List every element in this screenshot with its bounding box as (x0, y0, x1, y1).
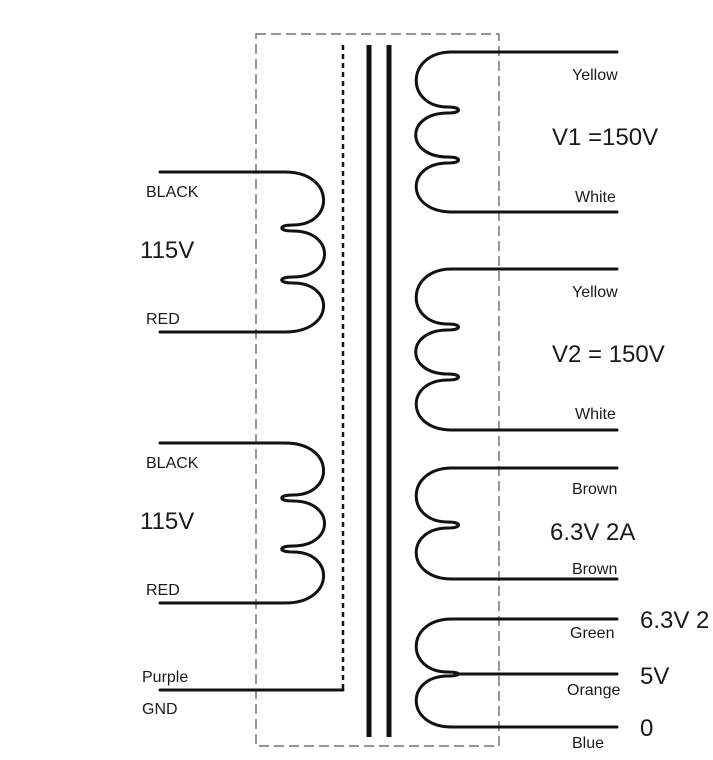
primary-2-top-wire-label: BLACK (146, 455, 199, 472)
secondary-v1-coil (414, 50, 619, 214)
secondary-winding-v2 (414, 267, 619, 432)
primary-winding-2 (158, 441, 326, 605)
primary-1-top-wire-label: BLACK (146, 184, 199, 201)
primary-1-bottom-wire-label: RED (146, 311, 180, 328)
secondary-winding-6v3 (414, 466, 619, 581)
tapped-center-wire-label: Orange (567, 682, 620, 699)
secondary-v2-top-wire-label: Yellow (572, 284, 618, 301)
secondary-6v3-top-wire-label: Brown (572, 481, 617, 498)
primary-winding-1 (158, 170, 326, 334)
primary-2-coil (158, 441, 326, 605)
tapped-coil-upper (414, 617, 619, 674)
transformer-enclosure (255, 33, 500, 747)
secondary-winding-tapped (414, 617, 619, 729)
secondary-6v3-bottom-wire-label: Brown (572, 561, 617, 578)
secondary-v2-bottom-wire-label: White (575, 406, 616, 423)
secondary-v1-top-wire-label: Yellow (572, 67, 618, 84)
primary-1-coil (158, 170, 326, 334)
tapped-top-wire-label: Green (570, 625, 614, 642)
secondary-winding-v1 (414, 50, 619, 214)
secondary-v1-bottom-wire-label: White (575, 189, 616, 206)
primary-1-voltage-label: 115V (140, 237, 194, 264)
secondary-6v3-coil (414, 466, 619, 581)
tapped-coil-lower (414, 674, 619, 729)
tapped-bottom-wire-label: Blue (572, 735, 604, 752)
secondary-6v3-voltage-label: 6.3V 2A (550, 519, 635, 546)
tapped-center-voltage-label: 5V (640, 663, 669, 690)
tapped-top-voltage-label: 6.3V 2 (640, 607, 709, 634)
secondary-v2-voltage-label: V2 = 150V (552, 341, 665, 368)
primary-2-voltage-label: 115V (140, 508, 194, 535)
secondary-v2-coil (414, 267, 619, 432)
shield-wire-label: Purple (142, 669, 188, 686)
primary-2-bottom-wire-label: RED (146, 582, 180, 599)
tapped-bottom-voltage-label: 0 (640, 715, 653, 742)
ground-label: GND (142, 701, 178, 718)
secondary-v1-voltage-label: V1 =150V (552, 124, 658, 151)
